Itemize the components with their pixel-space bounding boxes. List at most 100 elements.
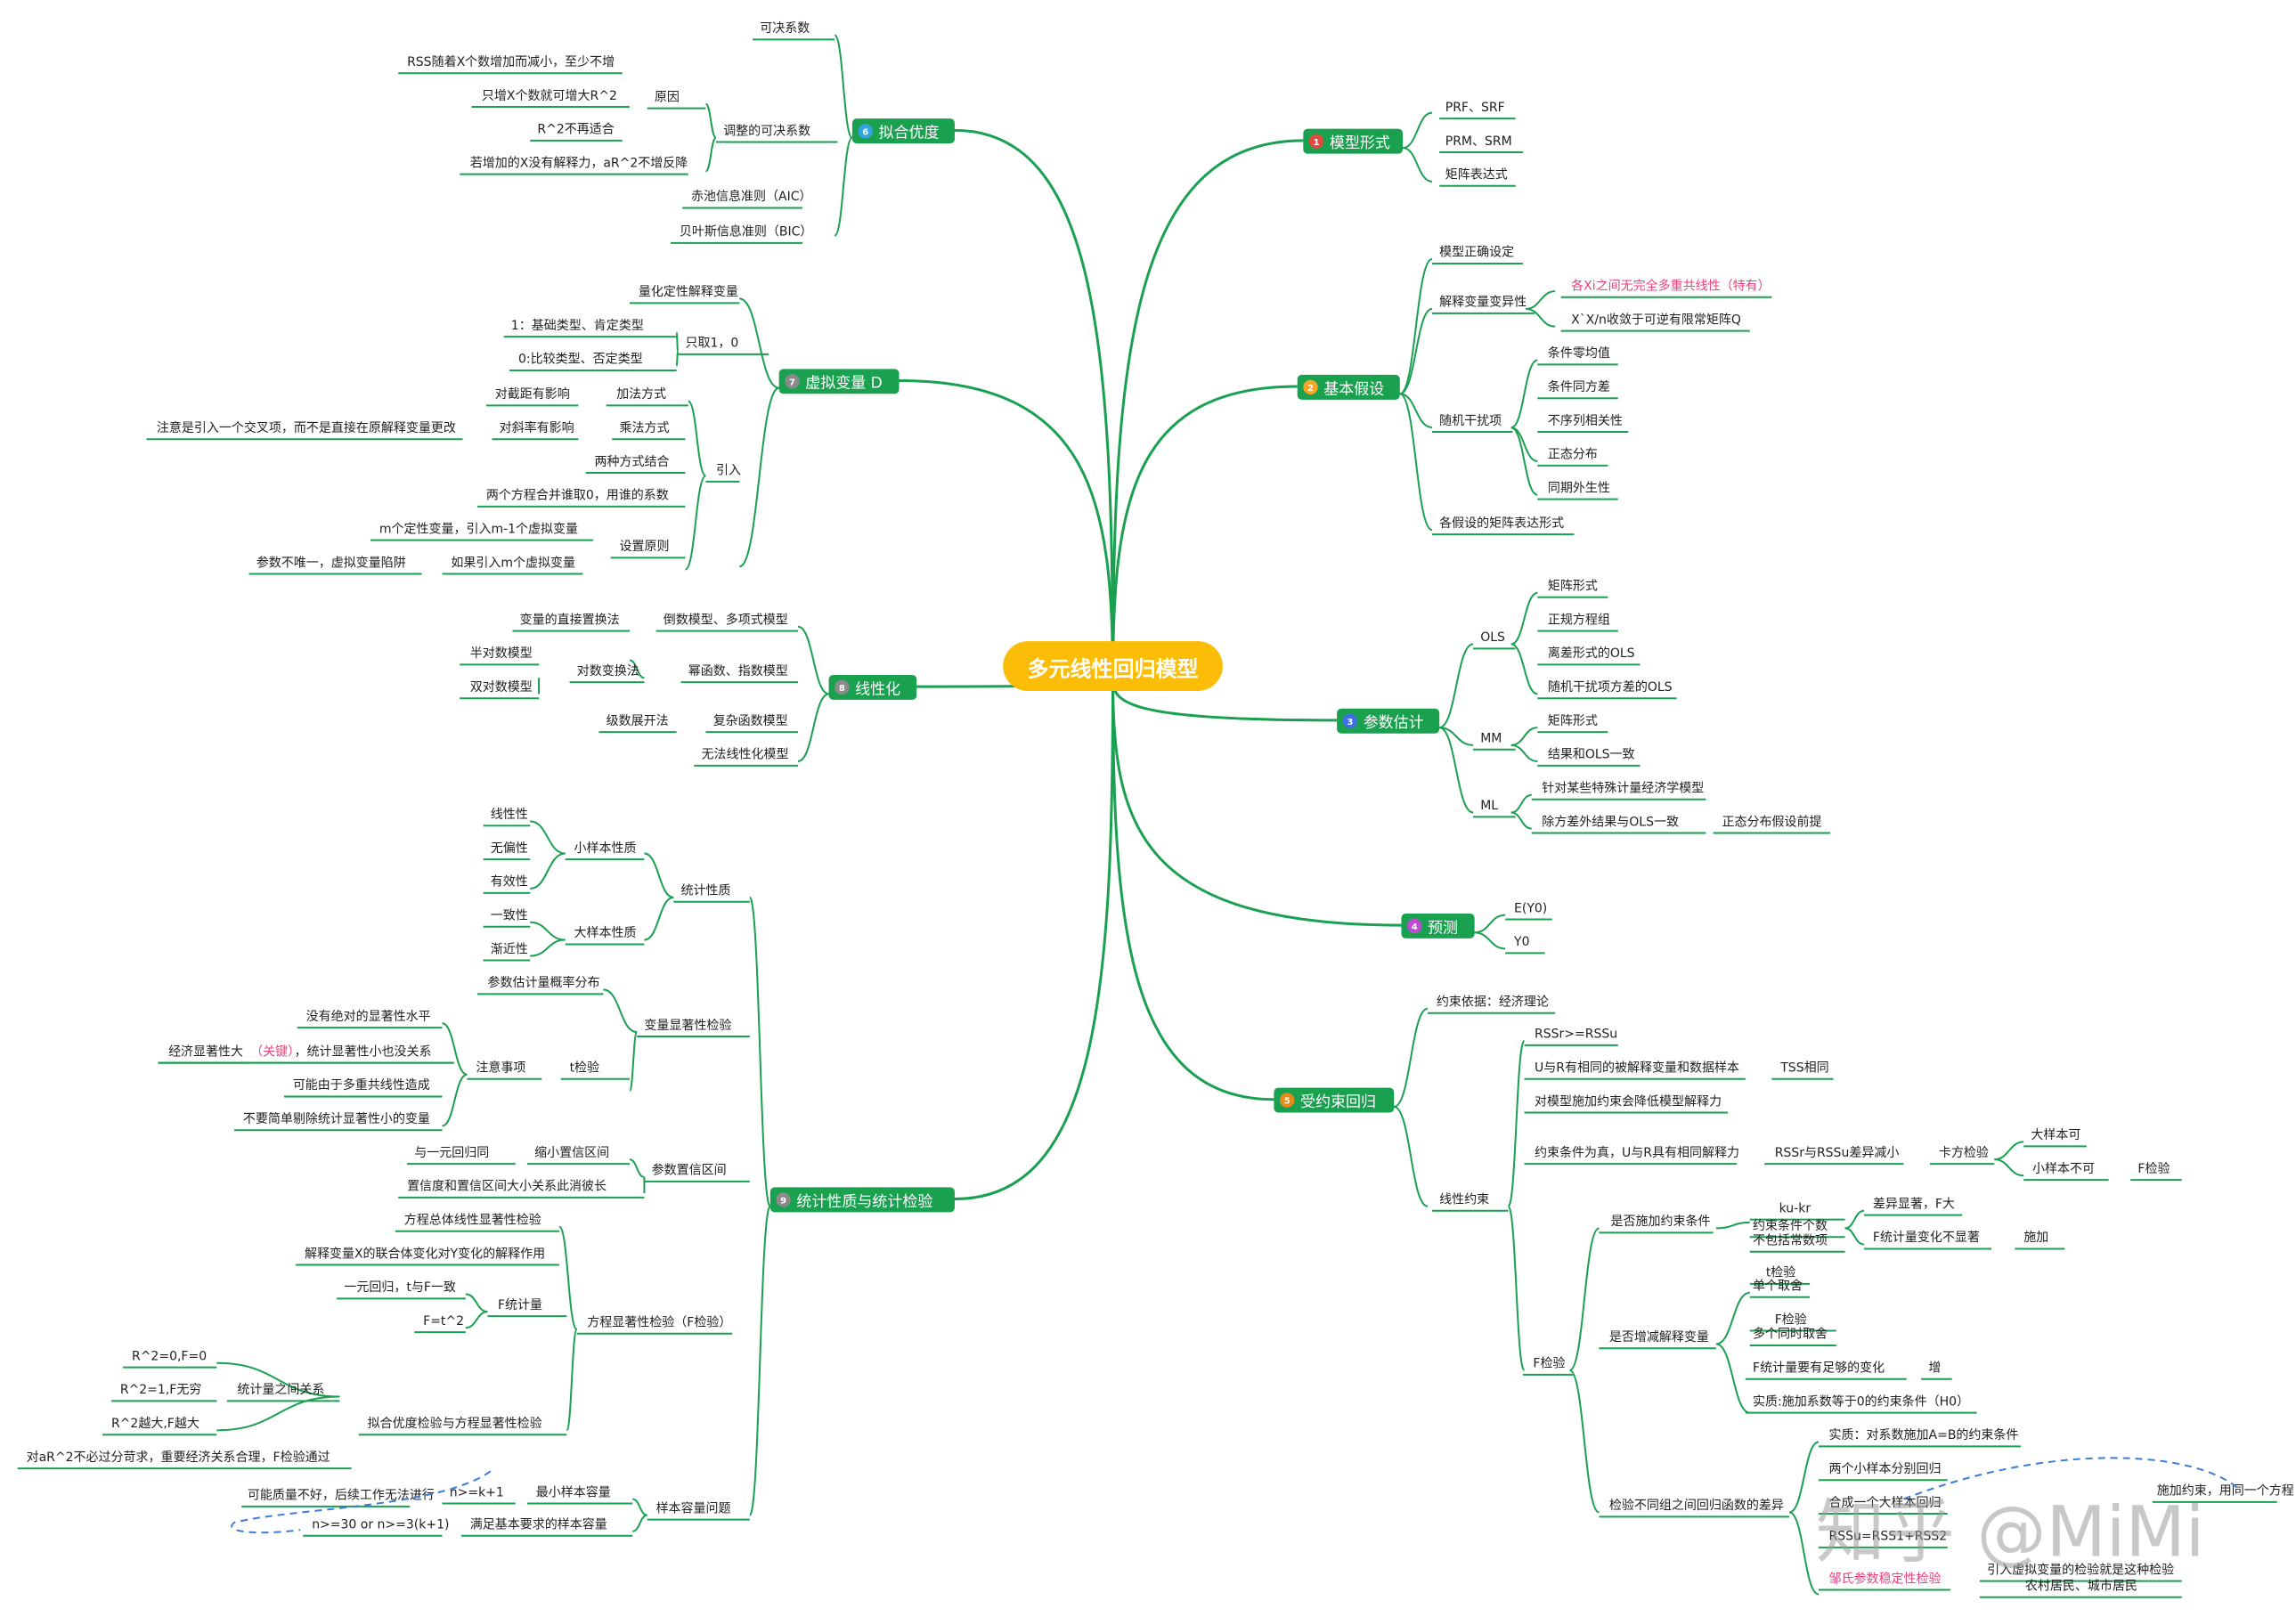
leaf-node[interactable]: 注意事项 <box>476 1060 525 1076</box>
leaf-node[interactable]: 两种方式结合 <box>595 455 670 469</box>
leaf-node[interactable]: 各假设的矩阵表达形式 <box>1439 516 1564 531</box>
leaf-node[interactable]: 正规方程组 <box>1548 613 1610 627</box>
leaf-node[interactable]: 统计量之间关系 <box>237 1383 324 1397</box>
leaf-node[interactable]: 随机干扰项方差的OLS <box>1548 680 1673 695</box>
leaf-node[interactable]: PRF、SRF <box>1445 101 1505 115</box>
leaf-node[interactable]: 可决系数 <box>760 21 810 36</box>
leaf-node[interactable]: 大样本性质 <box>574 926 637 940</box>
leaf-node[interactable]: 对模型施加约束会降低模型解释力 <box>1535 1094 1722 1109</box>
leaf-node[interactable]: 不要简单剔除统计显著性小的变量 <box>243 1111 430 1126</box>
leaf-node[interactable]: 小样本性质 <box>574 841 637 856</box>
leaf-node[interactable]: 解释变量变异性 <box>1439 296 1527 310</box>
leaf-node[interactable]: MM <box>1480 732 1502 746</box>
leaf-node[interactable]: m个定性变量，引入m-1个虚拟变量 <box>379 522 578 536</box>
leaf-node[interactable]: 注意是引入一个交叉项，而不是直接在原解释变量更改 <box>157 420 456 435</box>
leaf-node[interactable]: 条件同方差 <box>1548 379 1610 394</box>
leaf-node[interactable]: R^2越大,F越大 <box>111 1417 199 1431</box>
leaf-node[interactable]: 渐近性 <box>491 942 528 956</box>
leaf-node[interactable]: 矩阵表达式 <box>1445 168 1508 183</box>
leaf-node[interactable]: R^2=0,F=0 <box>132 1349 207 1363</box>
leaf-node[interactable]: 赤池信息准则（AIC） <box>691 189 811 204</box>
leaf-node[interactable]: 正态分布假设前提 <box>1722 814 1822 829</box>
leaf-node[interactable]: 倒数模型、多项式模型 <box>664 612 788 627</box>
leaf-node[interactable]: 乘法方式 <box>619 421 669 435</box>
leaf-node[interactable]: 双对数模型 <box>470 680 533 695</box>
leaf-node[interactable]: 是否增减解释变量 <box>1609 1330 1709 1345</box>
leaf-node[interactable]: 幂函数、指数模型 <box>688 664 788 678</box>
leaf-node[interactable]: 参数不唯一，虚拟变量陷阱 <box>256 555 406 570</box>
leaf-node[interactable]: 差异显著，F大 <box>1873 1197 1955 1211</box>
leaf-node[interactable]: 约束依据：经济理论 <box>1437 995 1549 1010</box>
leaf-node[interactable]: 对斜率有影响 <box>500 420 574 435</box>
leaf-node[interactable]: 0:比较类型、否定类型 <box>518 353 643 367</box>
leaf-node[interactable]: 线性性 <box>491 808 528 822</box>
leaf-node[interactable]: 线性约束 <box>1439 1192 1489 1207</box>
leaf-node[interactable]: 模型正确设定 <box>1439 246 1514 260</box>
leaf-node[interactable]: 拟合优度检验与方程显著性检验 <box>368 1417 542 1431</box>
leaf-node[interactable]: F统计量 <box>498 1298 542 1312</box>
leaf-node[interactable]: 量化定性解释变量 <box>639 285 738 299</box>
leaf-node[interactable]: 设置原则 <box>619 540 669 554</box>
leaf-node[interactable]: ku-kr <box>1779 1201 1812 1215</box>
leaf-node[interactable]: RSS随着X个数增加而减小，至少不增 <box>407 55 615 69</box>
leaf-node[interactable]: ，统计显著性小也没关系 <box>294 1044 431 1059</box>
leaf-node[interactable]: 单个取舍 <box>1753 1279 1803 1293</box>
leaf-node[interactable]: 约束条件个数 <box>1753 1218 1828 1233</box>
leaf-node[interactable]: X`X/n收敛于可逆有限常矩阵Q <box>1571 313 1741 327</box>
leaf-node[interactable]: 结果和OLS一致 <box>1548 748 1635 762</box>
leaf-node[interactable]: t检验 <box>1766 1266 1796 1280</box>
leaf-node[interactable]: 不包括常数项 <box>1753 1234 1828 1248</box>
leaf-node[interactable]: 贝叶斯信息准则（BIC） <box>680 224 813 240</box>
leaf-node[interactable]: U与R有相同的被解释变量和数据样本 <box>1535 1061 1739 1076</box>
leaf-node[interactable]: ML <box>1480 799 1498 813</box>
leaf-node[interactable]: 方程显著性检验（F检验） <box>587 1316 731 1330</box>
leaf-node[interactable]: t检验 <box>570 1061 600 1076</box>
leaf-node[interactable]: 与一元回归同 <box>414 1145 489 1160</box>
leaf-node[interactable]: 只取1，0 <box>685 337 738 351</box>
leaf-node[interactable]: 一致性 <box>491 909 528 923</box>
leaf-node[interactable]: 样本容量问题 <box>656 1500 731 1515</box>
leaf-node[interactable]: 加法方式 <box>616 387 666 402</box>
leaf-node[interactable]: 检验不同组之间回归函数的差异 <box>1609 1498 1784 1513</box>
leaf-node[interactable]: 不序列相关性 <box>1548 414 1623 428</box>
leaf-node[interactable]: 一元回归，t与F一致 <box>344 1280 456 1295</box>
leaf-node[interactable]: RSSr>=RSSu <box>1535 1028 1617 1042</box>
leaf-node[interactable]: 合成一个大样本回归 <box>1829 1495 1942 1510</box>
leaf-node[interactable]: 没有绝对的显著性水平 <box>306 1010 431 1024</box>
leaf-node[interactable]: 是否施加约束条件 <box>1611 1214 1711 1229</box>
leaf-node[interactable]: 引入虚拟变量的检验就是这种检验 <box>1987 1562 2174 1577</box>
root-node[interactable]: 多元线性回归模型 <box>1003 641 1223 692</box>
leaf-node[interactable]: 矩阵形式 <box>1548 714 1598 728</box>
leaf-node[interactable]: 施加约束，用同一个方程 <box>2157 1484 2294 1499</box>
leaf-node[interactable]: 只增X个数就可增大R^2 <box>482 89 617 103</box>
leaf-node[interactable]: 经济显著性大 <box>168 1044 243 1059</box>
leaf-node[interactable]: R^2不再适合 <box>537 123 614 137</box>
leaf-node[interactable]: 卡方检验 <box>1939 1146 1989 1160</box>
leaf-node[interactable]: 半对数模型 <box>470 646 533 661</box>
leaf-node[interactable]: 置信度和置信区间大小关系此消彼长 <box>407 1180 607 1194</box>
leaf-node[interactable]: 约束条件为真，U与R具有相同解释力 <box>1535 1145 1739 1160</box>
leaf-node[interactable]: 统计性质 <box>681 884 731 898</box>
leaf-node[interactable]: PRM、SRM <box>1445 134 1512 149</box>
leaf-node[interactable]: 实质:施加系数等于0的约束条件（H0） <box>1753 1394 1969 1409</box>
leaf-node[interactable]: 满足基本要求的样本容量 <box>470 1516 607 1532</box>
leaf-node[interactable]: n>=30 or n>=3(k+1) <box>312 1517 449 1532</box>
leaf-node[interactable]: 参数估计量概率分布 <box>487 975 599 990</box>
leaf-node[interactable]: 农村居民、城市居民 <box>2025 1579 2137 1594</box>
leaf-node[interactable]: 方程总体线性显著性检验 <box>404 1213 541 1227</box>
leaf-node[interactable]: 可能由于多重共线性造成 <box>293 1077 430 1093</box>
leaf-node[interactable]: 级数展开法 <box>607 714 669 728</box>
leaf-node[interactable]: F统计量要有足够的变化 <box>1753 1361 1885 1376</box>
leaf-node[interactable]: 多个同时取舍 <box>1753 1327 1828 1342</box>
leaf-node[interactable]: F检验 <box>1533 1357 1565 1371</box>
leaf-node[interactable]: 解释变量X的联合体变化对Y变化的解释作用 <box>305 1247 545 1261</box>
leaf-node[interactable]: 缩小置信区间 <box>534 1146 609 1160</box>
leaf-node[interactable]: 随机干扰项 <box>1439 414 1502 428</box>
leaf-node[interactable]: 若增加的X没有解释力，aR^2不增反降 <box>470 156 688 170</box>
